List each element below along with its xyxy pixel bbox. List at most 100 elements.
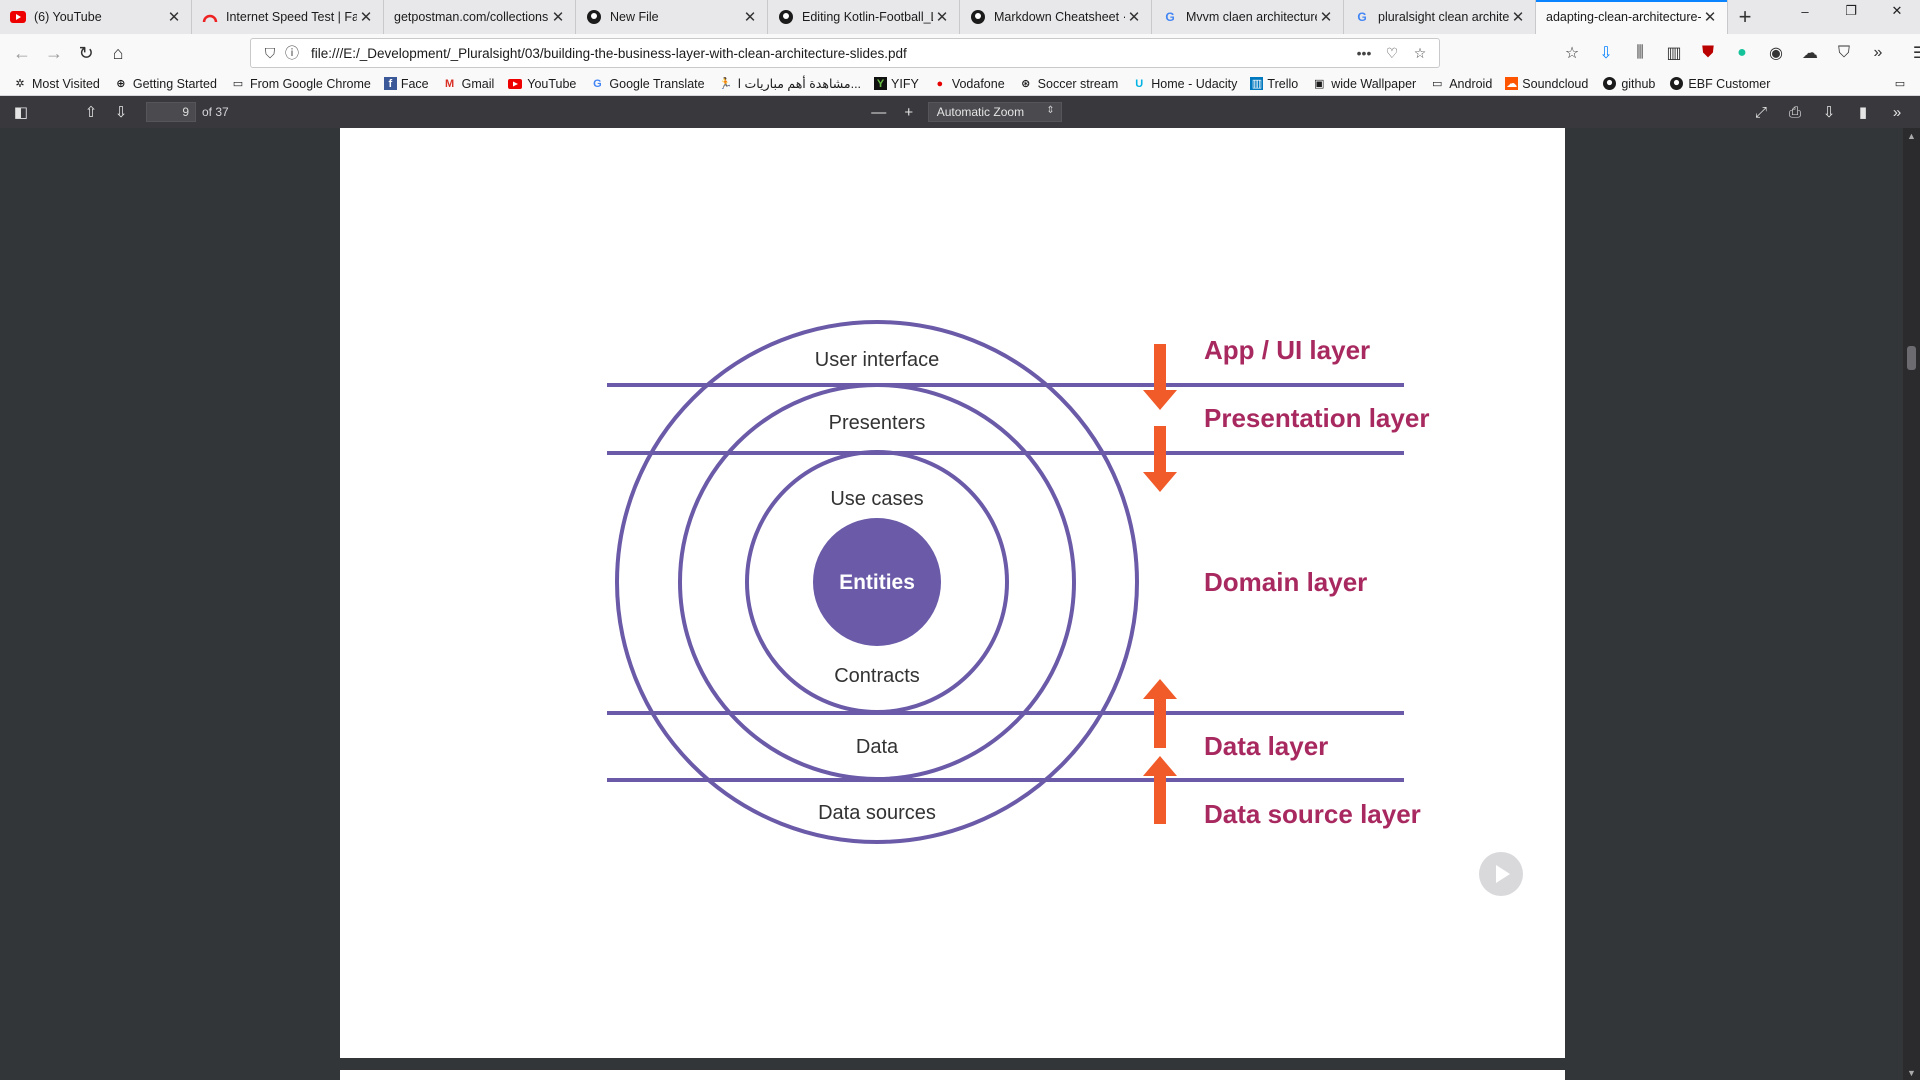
restore-icon[interactable]: ❐ xyxy=(1845,3,1857,18)
bookmark-android[interactable]: ▭Android xyxy=(1429,77,1492,91)
close-tab-icon[interactable]: ✕ xyxy=(1703,9,1717,26)
tab-new-file[interactable]: New File ✕ xyxy=(576,0,768,34)
tab-fast[interactable]: Internet Speed Test | Fast.com ✕ xyxy=(192,0,384,34)
new-tab-button[interactable]: + xyxy=(1738,4,1752,29)
tools-icon[interactable]: » xyxy=(1892,103,1902,121)
bookmark-soundcloud[interactable]: ☁Soundcloud xyxy=(1505,77,1588,91)
minimize-icon[interactable]: – xyxy=(1801,3,1809,19)
forward-icon[interactable]: → xyxy=(45,42,63,63)
bookmark-icon[interactable]: ▮ xyxy=(1858,104,1868,121)
yify-icon: Y xyxy=(874,77,888,90)
bookmark-star-icon[interactable]: ☆ xyxy=(1413,44,1427,61)
tab-mvvm[interactable]: G Mvvm claen architecture ✕ xyxy=(1152,0,1344,34)
ublock-icon[interactable]: ⛊ xyxy=(1701,44,1714,61)
bookmark-trello[interactable]: ▥Trello xyxy=(1250,77,1298,91)
account-icon[interactable]: ◉ xyxy=(1769,45,1783,62)
folder-icon: ▭ xyxy=(1894,78,1906,90)
pocket-icon[interactable]: ♡ xyxy=(1385,44,1399,61)
scrollbar[interactable]: ▲ ▼ xyxy=(1903,128,1920,1080)
arrow-up-icon xyxy=(1143,679,1177,748)
pdf-page: User interface Presenters Use cases Cont… xyxy=(340,128,1565,1058)
cloud-icon[interactable]: ☁ xyxy=(1802,45,1818,62)
close-tab-icon[interactable]: ✕ xyxy=(551,9,565,26)
bookmark-youtube[interactable]: YouTube xyxy=(507,77,576,91)
clean-architecture-diagram: User interface Presenters Use cases Cont… xyxy=(607,320,1429,844)
close-window-icon[interactable]: ✕ xyxy=(1891,3,1903,18)
bookmark-github[interactable]: github xyxy=(1601,77,1655,91)
overflow-icon[interactable]: » xyxy=(1873,44,1883,61)
tab-title: Editing Kotlin-Football_Le xyxy=(802,10,933,24)
scroll-down-icon[interactable]: ▼ xyxy=(1907,1067,1916,1078)
tab-title: New File xyxy=(610,10,659,24)
grammarly-icon[interactable]: ● xyxy=(1737,44,1747,61)
tab-markdown[interactable]: Markdown Cheatsheet · a ✕ xyxy=(960,0,1152,34)
youtube-icon xyxy=(507,77,523,91)
save-icon[interactable]: ⇩ xyxy=(1822,104,1836,121)
bookmarks-manager-icon[interactable]: ☆ xyxy=(1564,45,1580,62)
folder-icon: ▭ xyxy=(1432,78,1443,90)
toggle-sidebar-icon[interactable]: ◧ xyxy=(13,104,29,121)
pdf-viewer[interactable]: User interface Presenters Use cases Cont… xyxy=(0,128,1920,1080)
shield-extension-icon[interactable]: ⛉ xyxy=(1837,44,1850,61)
layer-label-presentation: Presentation layer xyxy=(1204,403,1429,433)
url-text[interactable]: file:///E:/_Development/_Pluralsight/03/… xyxy=(311,45,907,61)
more-icon[interactable]: ••• xyxy=(1356,45,1372,61)
bookmark-getting-started[interactable]: ⊕Getting Started xyxy=(113,77,217,91)
tab-adapting-clean-architecture[interactable]: adapting-clean-architecture- ✕ xyxy=(1536,0,1728,34)
tab-title: adapting-clean-architecture- xyxy=(1546,10,1701,24)
bookmark-arabic-matches[interactable]: 🏃مشاهدة أهم مباريات ا... xyxy=(718,76,861,91)
close-tab-icon[interactable]: ✕ xyxy=(167,9,181,26)
close-tab-icon[interactable]: ✕ xyxy=(935,9,949,26)
gmail-icon: M xyxy=(445,77,455,90)
close-tab-icon[interactable]: ✕ xyxy=(1319,9,1333,26)
back-icon[interactable]: ← xyxy=(13,42,31,63)
zoom-select[interactable]: Automatic Zoom xyxy=(927,102,1062,122)
tab-youtube[interactable]: (6) YouTube ✕ xyxy=(0,0,192,34)
zoom-in-icon[interactable]: + xyxy=(904,103,914,121)
home-icon[interactable]: ⌂ xyxy=(112,42,124,63)
facebook-icon: f xyxy=(383,77,397,90)
presentation-mode-icon[interactable]: ⤢ xyxy=(1754,103,1767,121)
close-tab-icon[interactable]: ✕ xyxy=(1127,9,1141,26)
bookmark-label: YIFY xyxy=(891,76,919,91)
soundcloud-icon: ☁ xyxy=(1505,77,1519,90)
zoom-out-icon[interactable]: — xyxy=(871,103,887,121)
print-icon[interactable]: ⎙ xyxy=(1788,103,1801,121)
tab-postman[interactable]: getpostman.com/collections ✕ xyxy=(384,0,576,34)
sidebar-icon[interactable]: ▥ xyxy=(1666,45,1682,62)
bookmark-from-google-chrome[interactable]: ▭From Google Chrome xyxy=(230,77,371,91)
close-tab-icon[interactable]: ✕ xyxy=(359,9,373,26)
bookmark-wide-wallpaper[interactable]: ▣wide Wallpaper xyxy=(1311,77,1416,91)
close-tab-icon[interactable]: ✕ xyxy=(1511,9,1525,26)
info-icon[interactable]: ⓘ xyxy=(285,45,299,61)
bookmark-vodafone[interactable]: ●Vodafone xyxy=(932,77,1005,91)
bookmark-most-visited[interactable]: ✲Most Visited xyxy=(12,77,99,91)
url-bar[interactable]: ⛉ ⓘ file:///E:/_Development/_Pluralsight… xyxy=(250,38,1440,68)
layer-label-data: Data layer xyxy=(1204,731,1328,761)
tab-title: pluralsight clean architec xyxy=(1378,10,1509,24)
shield-icon[interactable]: ⛉ xyxy=(264,44,276,61)
bookmark-ebf-customer[interactable]: EBF Customer xyxy=(1668,77,1770,91)
tab-pluralsight[interactable]: G pluralsight clean architec ✕ xyxy=(1344,0,1536,34)
play-icon[interactable] xyxy=(1479,852,1523,896)
tab-editing-kotlin[interactable]: Editing Kotlin-Football_Le ✕ xyxy=(768,0,960,34)
github-icon xyxy=(586,9,602,25)
previous-page-icon[interactable]: ⇧ xyxy=(84,104,98,121)
scrollbar-thumb[interactable] xyxy=(1907,346,1916,370)
reload-icon[interactable]: ↻ xyxy=(78,42,94,63)
scroll-up-icon[interactable]: ▲ xyxy=(1907,130,1916,141)
bookmark-soccer-stream[interactable]: ⊛Soccer stream xyxy=(1018,77,1118,91)
library-icon[interactable]: ⫼ xyxy=(1636,44,1644,61)
close-tab-icon[interactable]: ✕ xyxy=(743,9,757,26)
next-page-icon[interactable]: ⇩ xyxy=(114,104,128,121)
download-icon[interactable]: ⇩ xyxy=(1599,45,1613,62)
other-bookmarks-icon[interactable]: ▭ xyxy=(1892,77,1912,91)
tab-title: Internet Speed Test | Fast.com xyxy=(226,10,357,24)
menu-icon[interactable]: ☰ xyxy=(1912,45,1920,62)
page-number-input[interactable]: 9 xyxy=(146,102,196,122)
